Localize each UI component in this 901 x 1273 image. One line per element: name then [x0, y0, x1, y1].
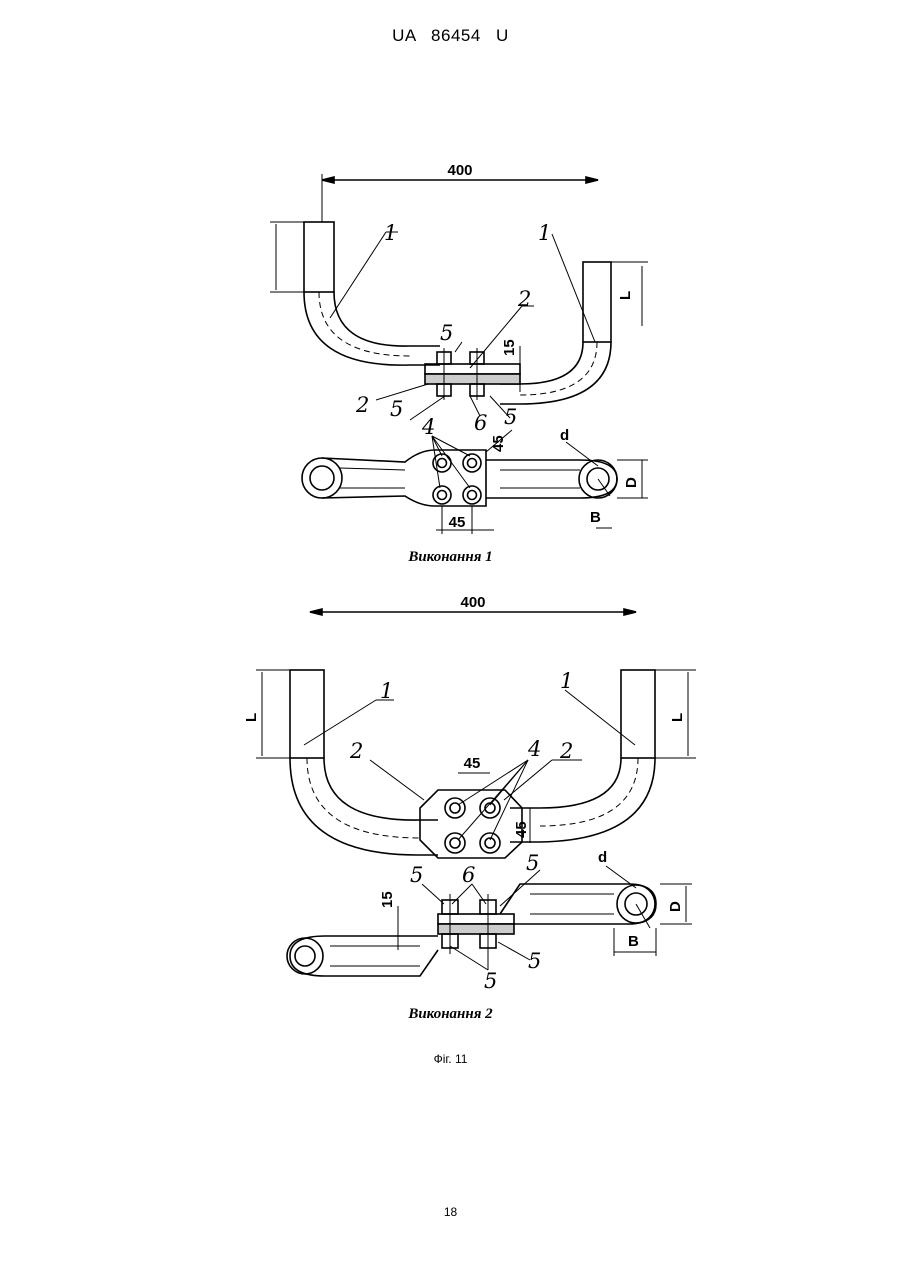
- v2-dim-d: d: [598, 849, 607, 866]
- v2-ref-5-bottom: 5: [484, 969, 497, 993]
- v2-ref-4: 4: [527, 737, 541, 761]
- v2-dim-pitch-a: 45: [464, 755, 481, 772]
- v2-ref-6: 6: [462, 863, 475, 887]
- figure-label: Фіг. 11: [0, 1052, 901, 1066]
- v2-dim-D: D: [667, 901, 684, 912]
- v1-ref-5-top: 5: [440, 321, 453, 345]
- v1-ref-5-right: 5: [504, 405, 517, 429]
- v2-ref-1-left: 1: [380, 679, 393, 703]
- v1-dim-length: 400: [447, 162, 472, 179]
- variant2-drawing: [256, 609, 696, 976]
- v1-ref-6: 6: [474, 411, 487, 435]
- v1-ref-4: 4: [421, 415, 435, 439]
- variant1-drawing: [270, 174, 648, 534]
- variant2-caption: Виконання 2: [0, 1006, 901, 1023]
- v1-dim-pitch-b: 45: [449, 514, 466, 531]
- v2-dim-gap: 15: [379, 891, 396, 908]
- v2-dim-length: 400: [460, 594, 485, 611]
- page-number: 18: [0, 1205, 901, 1219]
- v1-ref-1-left: 1: [384, 221, 397, 245]
- v1-ref-2-bottom: 2: [355, 393, 369, 417]
- v2-ref-2-left: 2: [349, 739, 363, 763]
- v1-ref-2-top: 2: [517, 287, 531, 311]
- v2-dim-B: B: [628, 933, 639, 950]
- v1-dim-B: B: [590, 509, 601, 526]
- v1-dim-d: d: [560, 427, 569, 444]
- v1-dim-pitch-a: 45: [490, 435, 507, 452]
- v1-dim-gap: 15: [501, 339, 518, 356]
- variant1-caption: Виконання 1: [0, 549, 901, 566]
- v2-ref-1-right: 1: [560, 669, 573, 693]
- v1-ref-1-right: 1: [538, 221, 551, 245]
- v1-dim-L: L: [617, 291, 634, 300]
- v2-dim-pitch-b: 45: [513, 821, 530, 838]
- v1-ref-5-left: 5: [390, 397, 403, 421]
- v2-ref-2-right: 2: [559, 739, 573, 763]
- v1-dim-D: D: [623, 477, 640, 488]
- v2-ref-5-bottom-right: 5: [528, 949, 541, 973]
- v2-ref-5-top-right: 5: [526, 851, 539, 875]
- v2-ref-5-top-left: 5: [410, 863, 423, 887]
- v2-dim-L-right: L: [669, 713, 686, 722]
- v2-dim-L-left: L: [243, 713, 260, 722]
